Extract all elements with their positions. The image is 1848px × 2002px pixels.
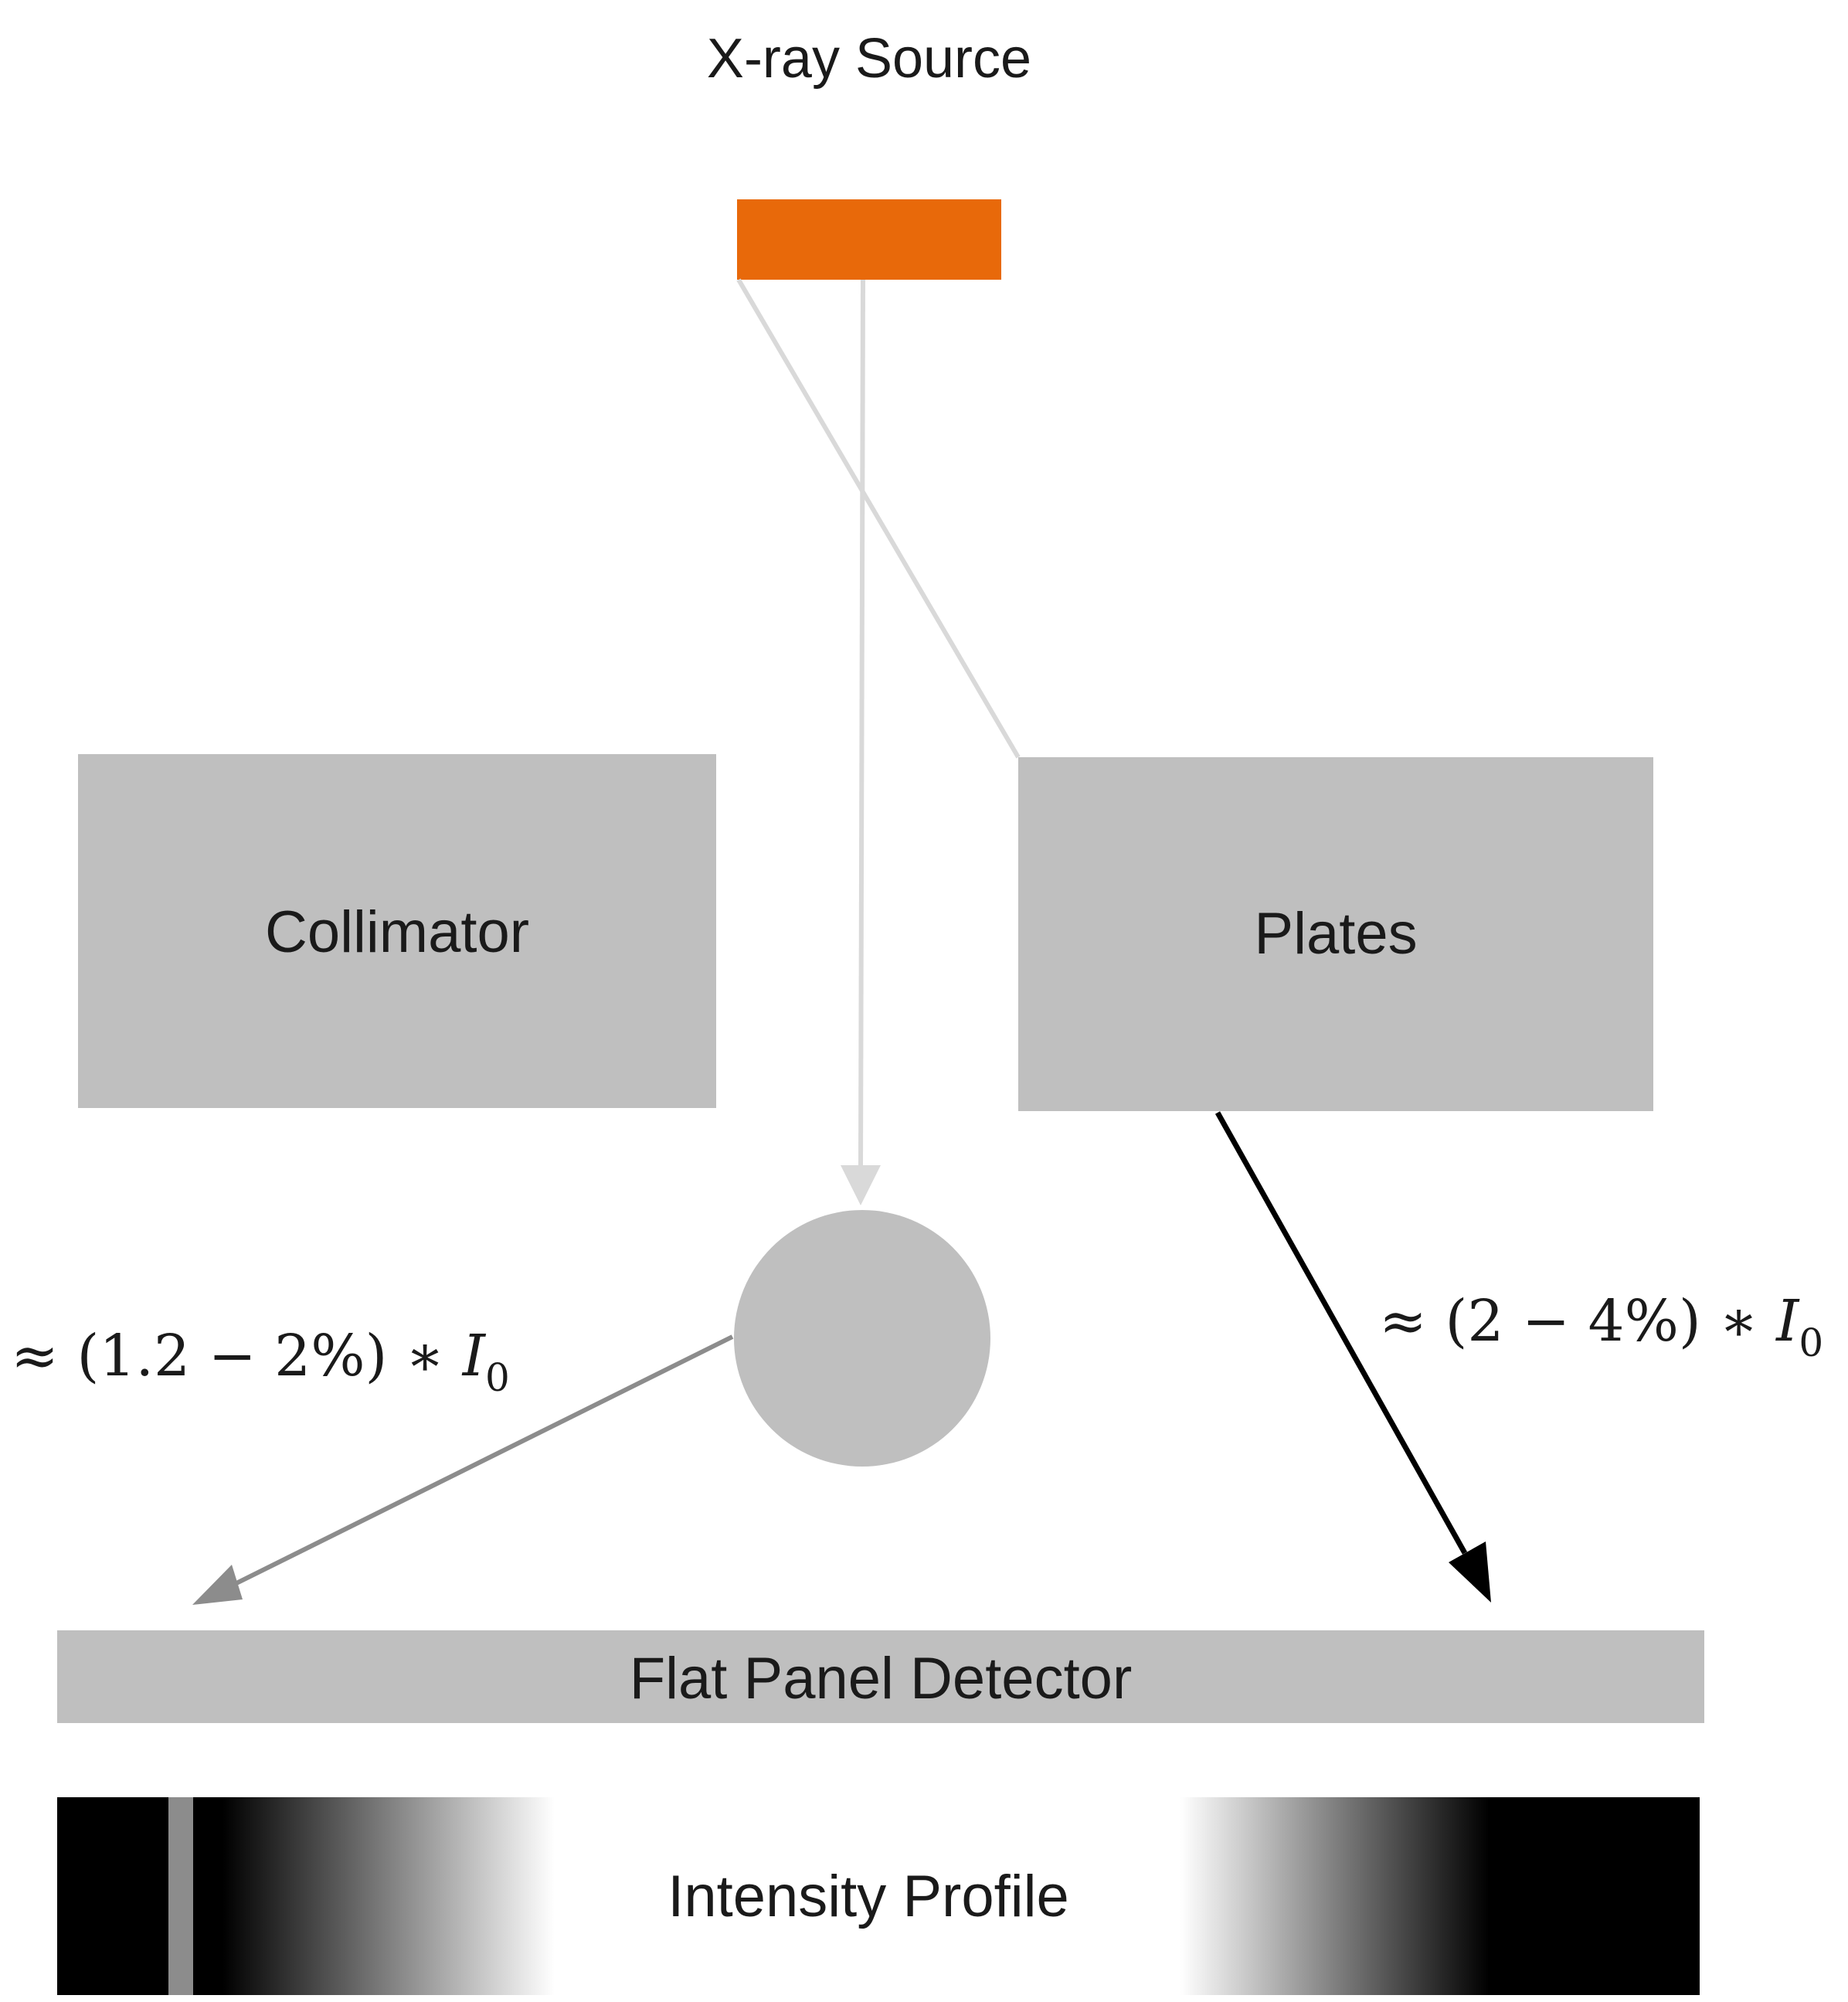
xray-source-label: X-ray Source — [707, 28, 1031, 90]
plates-scatter-fraction: ≈ (2 − 4%) ∗ I0 — [1379, 1288, 1823, 1365]
xray-source — [737, 199, 1001, 280]
scatter-object — [734, 1210, 990, 1467]
collimator — [78, 754, 716, 1108]
object-scatter-ray — [230, 1334, 734, 1588]
intensity-profile — [57, 1797, 1700, 1995]
object-scatter-fraction: ≈ (1.2 − 2%) ∗ I0 — [11, 1323, 510, 1400]
plates — [1018, 757, 1653, 1111]
collimator-label: Collimator — [265, 899, 529, 965]
flat-panel-detector-label: Flat Panel Detector — [630, 1646, 1133, 1711]
flat-panel-detector — [57, 1630, 1704, 1723]
primary-ray — [858, 279, 865, 1166]
intensity-profile-label: Intensity Profile — [668, 1864, 1069, 1929]
plates-scatter-ray — [1214, 1111, 1468, 1555]
plates-label: Plates — [1254, 901, 1417, 967]
plates-scatter-arrowhead — [1449, 1541, 1491, 1603]
primary-ray-arrowhead — [841, 1165, 881, 1205]
object-scatter-arrowhead — [192, 1565, 243, 1605]
oblique-ray — [736, 278, 1021, 759]
